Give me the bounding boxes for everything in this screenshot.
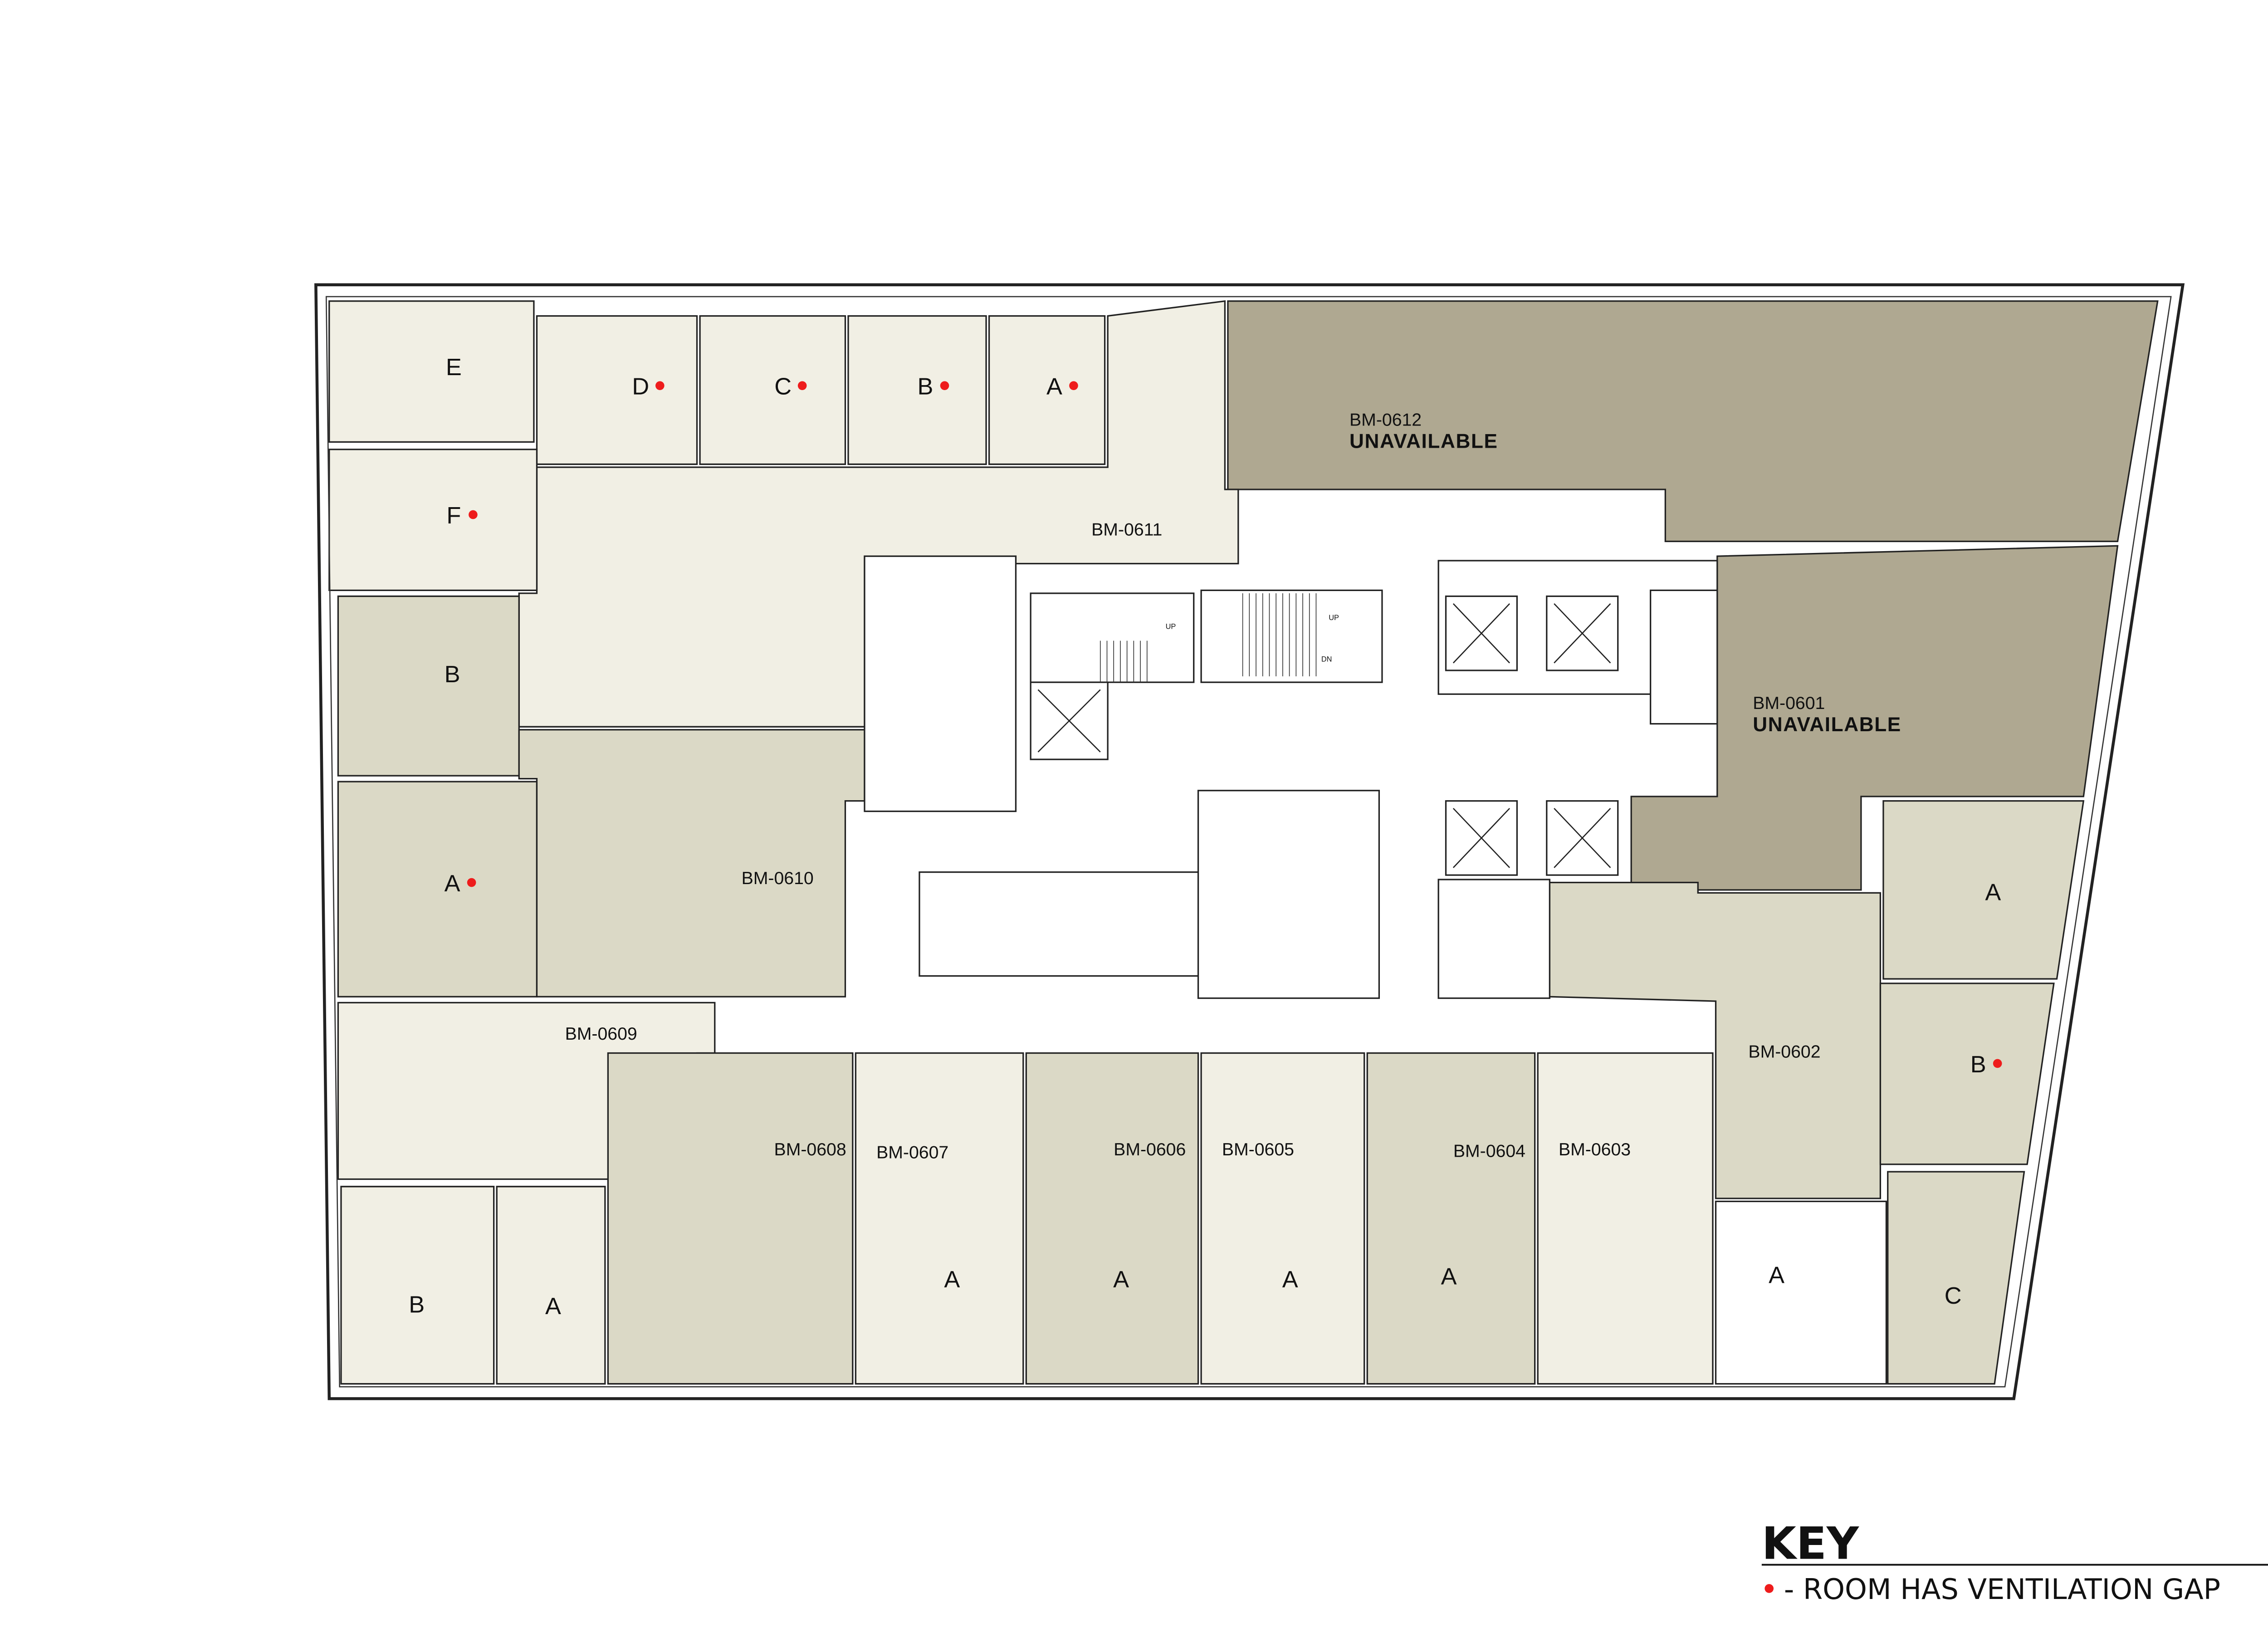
bedroom-c-0602 xyxy=(1887,1171,2025,1385)
building-core xyxy=(864,555,1887,1385)
room-number-label: BM-0606 xyxy=(1114,1139,1186,1159)
room-number-label: BM-0608 xyxy=(774,1139,846,1159)
elevator-icon xyxy=(1452,808,1510,868)
building-inner-wall xyxy=(325,296,2172,1388)
bedroom-e xyxy=(328,300,535,443)
core-space xyxy=(1030,592,1195,683)
room-number-label: BM-0610 xyxy=(742,868,814,888)
stair-up-label: UP xyxy=(1329,614,1339,622)
bedroom-letter: A xyxy=(1282,1266,1298,1293)
bedroom-letter: A xyxy=(1113,1266,1129,1293)
suite-bm-0605 xyxy=(1200,1052,1365,1385)
bedroom-letter: A xyxy=(545,1293,561,1320)
bedroom-letter: A xyxy=(1046,374,1062,400)
bedroom-a-0609 xyxy=(496,1186,606,1385)
bedroom-a-0610 xyxy=(337,781,538,997)
bedroom-letter: F xyxy=(446,503,461,529)
core-space xyxy=(1437,879,1550,999)
building-outline xyxy=(314,283,2185,1400)
key-title: KEY xyxy=(1762,1518,1859,1570)
bedroom-letter: B xyxy=(445,661,460,688)
map-key: KEY - ROOM HAS VENTILATION GAP xyxy=(1761,1518,2268,1606)
bedroom-letter: A xyxy=(1441,1264,1457,1290)
vent-dot-icon xyxy=(469,510,478,519)
elevator-icon xyxy=(1554,808,1611,868)
room-status-label: UNAVAILABLE xyxy=(1753,714,1901,736)
room-number-label: BM-0601 xyxy=(1753,693,1825,713)
elevator-icon xyxy=(1452,603,1510,664)
suite-bm-0602 xyxy=(1549,881,1882,1199)
bedroom-b-0609 xyxy=(340,1186,495,1385)
vent-dot-icon xyxy=(1993,1059,2002,1068)
room-number-label: BM-0605 xyxy=(1222,1139,1294,1159)
bedroom-b-0602 xyxy=(1879,983,2055,1165)
bedroom-letter: A xyxy=(944,1266,960,1293)
room-labels: BM-0612UNAVAILABLEBM-0601UNAVAILABLEBM-0… xyxy=(409,354,2002,1320)
room-number-label: BM-0611 xyxy=(1091,519,1162,539)
core-space xyxy=(1200,589,1383,683)
suite-bm-0601 xyxy=(1630,545,2119,891)
suite-bm-0608 xyxy=(607,1052,854,1385)
elevator-icon xyxy=(1037,689,1101,753)
bedroom-b-0610 xyxy=(337,595,520,777)
bedroom-letter: A xyxy=(445,870,460,897)
key-entry-text: - ROOM HAS VENTILATION GAP xyxy=(1784,1573,2220,1606)
room-number-label: BM-0607 xyxy=(876,1143,948,1163)
core-space xyxy=(1715,1200,1887,1385)
core-space xyxy=(1197,790,1380,999)
bedroom-letter: A xyxy=(1985,880,2001,906)
bedroom-letter: A xyxy=(1769,1262,1784,1288)
suite-bm-0610 xyxy=(518,729,865,997)
bedroom-a-0602 xyxy=(1882,800,2085,980)
vent-dot-icon xyxy=(797,381,807,390)
room-fills xyxy=(328,300,2159,1385)
room-number-label: BM-0602 xyxy=(1748,1041,1820,1061)
core-space xyxy=(864,555,1017,812)
suite-bm-0606 xyxy=(1025,1052,1199,1385)
vent-dot-icon xyxy=(1765,1584,1774,1593)
bedroom-letter: B xyxy=(918,374,934,400)
bedroom-f xyxy=(328,449,538,591)
room-number-label: BM-0604 xyxy=(1453,1141,1525,1161)
vent-dot-icon xyxy=(1069,381,1078,390)
room-number-label: BM-0609 xyxy=(565,1024,637,1044)
bedroom-b xyxy=(847,315,987,465)
bedroom-letter: B xyxy=(1970,1051,1986,1078)
vent-dot-icon xyxy=(940,381,949,390)
bedroom-a xyxy=(988,315,1106,465)
stair-up-label-2: UP xyxy=(1166,622,1176,631)
suite-bm-0603 xyxy=(1537,1052,1714,1385)
elevator-icon xyxy=(1554,603,1611,664)
room-status-label: UNAVAILABLE xyxy=(1349,430,1498,452)
room-number-label: BM-0612 xyxy=(1349,410,1422,430)
bedroom-letter: D xyxy=(632,374,649,400)
bedroom-letter: B xyxy=(409,1292,425,1318)
vent-dot-icon xyxy=(655,381,665,390)
vent-dot-icon xyxy=(467,878,476,887)
suite-bm-0607 xyxy=(855,1052,1024,1385)
room-number-label: BM-0603 xyxy=(1559,1139,1631,1159)
suite-bm-0604 xyxy=(1366,1052,1536,1385)
bedroom-letter: E xyxy=(446,354,462,381)
bedroom-d xyxy=(536,315,698,465)
bedroom-letter: C xyxy=(774,374,792,400)
bedroom-letter: C xyxy=(1945,1283,1962,1309)
stair-down-label: DN xyxy=(1321,655,1332,663)
core-space xyxy=(1650,589,1718,725)
bedroom-c xyxy=(699,315,846,465)
